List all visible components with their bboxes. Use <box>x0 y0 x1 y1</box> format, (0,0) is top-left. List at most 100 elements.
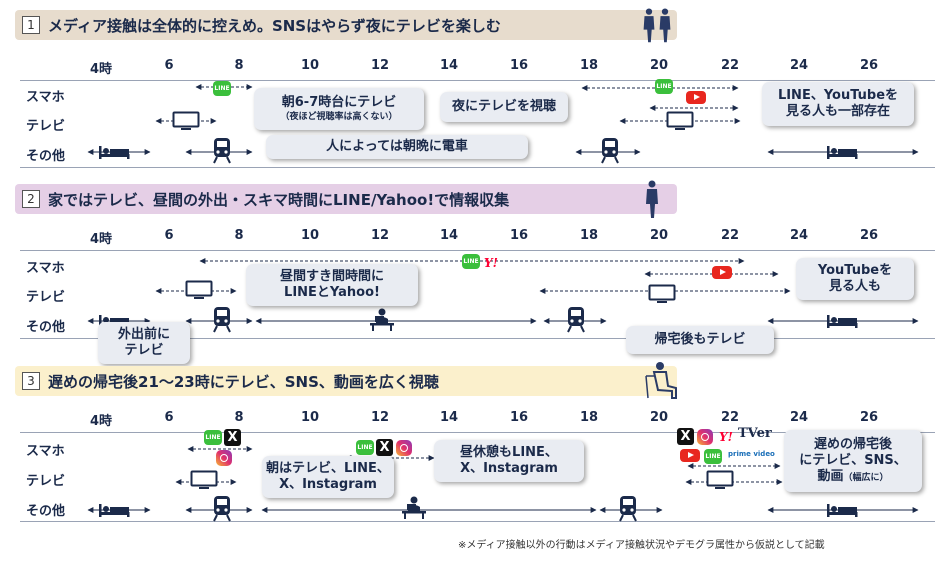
callout-youtube: YouTubeを 見る人も <box>796 258 914 300</box>
hour-label: 8 <box>234 410 244 425</box>
callout-line-youtube: LINE、YouTubeを 見る人も一部存在 <box>762 82 914 126</box>
x-app-icon: X <box>224 429 241 446</box>
hour-label: 14 <box>439 228 459 243</box>
row-label-smartphone: スマホ <box>26 444 65 459</box>
row-label-smartphone: スマホ <box>26 261 65 276</box>
divider <box>20 521 935 522</box>
section-2-title: 家ではテレビ、昼間の外出・スキマ時間にLINE/Yahoo!で情報収集 <box>48 190 510 209</box>
section-1-banner: 1 メディア接触は全体的に控えめ。SNSはやらず夜にテレビを楽しむ <box>15 10 677 40</box>
x-app-icon: X <box>376 439 393 456</box>
youtube-icon <box>712 266 732 279</box>
callout-train: 人によっては朝晩に電車 <box>266 135 528 159</box>
hour-label: 12 <box>370 228 390 243</box>
callout-midday-line-yahoo: 昼間すき間時間に LINEとYahoo! <box>246 264 418 306</box>
hour-label: 4時 <box>89 232 113 247</box>
callout-morning-tv: 朝6-7時台にテレビ （夜ほど視聴率は高くない） <box>254 88 424 130</box>
callout-tv-after-home: 帰宅後もテレビ <box>626 326 774 354</box>
youtube-icon <box>680 449 700 462</box>
callout-lunch-sns: 昼休憩もLINE、 X、Instagram <box>434 440 584 482</box>
hour-label: 10 <box>300 58 320 73</box>
line-app-icon: LINE <box>356 440 374 455</box>
hour-label: 26 <box>859 228 879 243</box>
hour-label: 18 <box>579 58 599 73</box>
divider <box>20 432 935 433</box>
instagram-icon <box>396 440 412 456</box>
hour-label: 22 <box>720 410 740 425</box>
divider <box>20 80 935 81</box>
hour-label: 8 <box>234 58 244 73</box>
instagram-icon <box>216 450 232 466</box>
hour-label: 16 <box>509 410 529 425</box>
section-3-number: 3 <box>22 372 40 390</box>
row-label-tv: テレビ <box>26 290 66 305</box>
youtube-icon <box>686 91 706 104</box>
hour-label: 8 <box>234 228 244 243</box>
hour-label: 10 <box>300 410 320 425</box>
hour-label: 6 <box>164 228 174 243</box>
hour-label: 4時 <box>89 414 113 429</box>
callout-tv-before-going-out: 外出前に テレビ <box>98 322 190 364</box>
row-label-other: その他 <box>26 320 66 335</box>
hour-label: 12 <box>370 410 390 425</box>
yahoo-icon: Y! <box>719 430 733 444</box>
line-app-icon: LINE <box>462 254 480 269</box>
hour-label: 20 <box>649 410 669 425</box>
section-3-banner: 3 遅めの帰宅後21〜23時にテレビ、SNS、動画を広く視聴 <box>15 366 677 396</box>
hour-label: 26 <box>859 58 879 73</box>
hour-label: 20 <box>649 58 669 73</box>
tv-icon <box>190 470 218 490</box>
section-1-number: 1 <box>22 16 40 34</box>
footnote: ※メディア接触以外の行動はメディア接触状況やデモグラ属性から仮説として記載 <box>458 540 825 551</box>
tv-icon <box>706 470 734 490</box>
yahoo-icon: Y! <box>484 256 498 270</box>
callout-late-night-media: 遅めの帰宅後 にテレビ、SNS、 動画（幅広に） <box>784 430 922 492</box>
hour-label: 22 <box>720 228 740 243</box>
section-2-number: 2 <box>22 190 40 208</box>
row-label-tv: テレビ <box>26 119 66 134</box>
x-app-icon: X <box>677 428 694 445</box>
section-3-title: 遅めの帰宅後21〜23時にテレビ、SNS、動画を広く視聴 <box>48 372 439 391</box>
desk-work-icon <box>402 496 426 519</box>
hour-label: 20 <box>649 228 669 243</box>
bed-icon <box>99 504 130 517</box>
divider <box>20 167 935 168</box>
divider <box>20 250 935 251</box>
section-1-title: メディア接触は全体的に控えめ。SNSはやらず夜にテレビを楽しむ <box>48 16 501 35</box>
train-icon <box>213 495 231 522</box>
hour-label: 10 <box>300 228 320 243</box>
line-app-icon: LINE <box>704 449 722 464</box>
row-label-tv: テレビ <box>26 474 66 489</box>
hour-label: 16 <box>509 228 529 243</box>
row-label-smartphone: スマホ <box>26 90 65 105</box>
train-icon <box>619 495 637 522</box>
section-2-banner: 2 家ではテレビ、昼間の外出・スキマ時間にLINE/Yahoo!で情報収集 <box>15 184 677 214</box>
hour-label: 6 <box>164 58 174 73</box>
tver-icon: TVer <box>738 426 772 441</box>
row-label-other: その他 <box>26 149 66 164</box>
hour-label: 14 <box>439 410 459 425</box>
hour-label: 22 <box>720 58 740 73</box>
prime-video-icon: prime video <box>728 450 775 458</box>
line-app-icon: LINE <box>204 430 222 445</box>
callout-night-tv: 夜にテレビを視聴 <box>440 92 568 122</box>
hour-label: 24 <box>789 58 809 73</box>
hour-label: 12 <box>370 58 390 73</box>
hour-label: 24 <box>789 410 809 425</box>
line-app-icon: LINE <box>655 79 673 94</box>
hour-label: 18 <box>579 410 599 425</box>
sitting-person-illustration-icon <box>645 362 677 399</box>
hour-label: 4時 <box>89 62 113 77</box>
hour-label: 26 <box>859 410 879 425</box>
bed-icon <box>827 504 858 517</box>
instagram-icon <box>697 429 713 445</box>
hour-label: 18 <box>579 228 599 243</box>
row-label-other: その他 <box>26 504 66 519</box>
hour-label: 6 <box>164 410 174 425</box>
hour-label: 16 <box>509 58 529 73</box>
callout-morning-sns: 朝はテレビ、LINE、 X、Instagram <box>262 456 394 498</box>
hour-label: 24 <box>789 228 809 243</box>
line-app-icon: LINE <box>213 81 231 96</box>
divider <box>20 338 935 339</box>
hour-label: 14 <box>439 58 459 73</box>
